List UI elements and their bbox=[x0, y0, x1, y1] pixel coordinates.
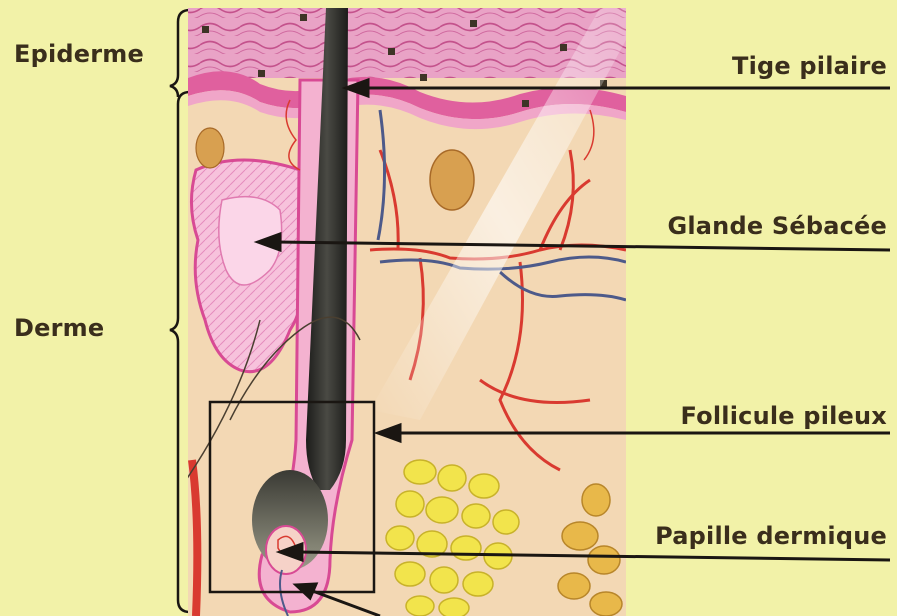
label-papille-dermique: Papille dermique bbox=[655, 522, 887, 550]
label-glande-sebacee: Glande Sébacée bbox=[667, 212, 887, 240]
label-follicule-pileux: Follicule pileux bbox=[681, 402, 887, 430]
label-derme: Derme bbox=[14, 314, 104, 342]
derme-bracket bbox=[170, 92, 190, 612]
label-tige-pilaire: Tige pilaire bbox=[732, 52, 887, 80]
label-epiderme: Epiderme bbox=[14, 40, 144, 68]
epiderme-bracket bbox=[170, 10, 190, 97]
